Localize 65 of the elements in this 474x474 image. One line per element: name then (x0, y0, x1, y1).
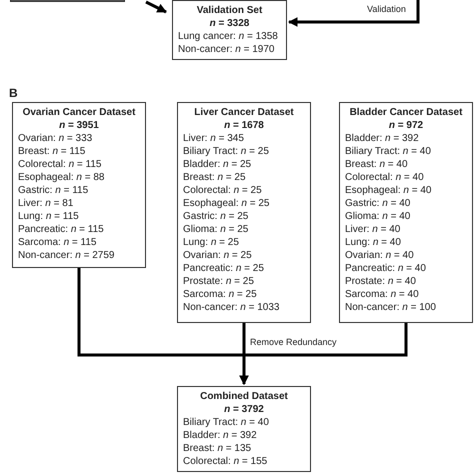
category-count: Bladder: n = 392 (183, 429, 258, 442)
category-count: Lung: n = 25 (183, 236, 240, 249)
category-count: Gastric: n = 25 (183, 210, 250, 223)
category-count: Liver: n = 345 (183, 132, 245, 145)
category-count: Pancreatic: n = 40 (345, 262, 427, 275)
category-count: Gastric: n = 115 (18, 184, 90, 197)
category-count: Colorectal: n = 40 (345, 171, 425, 184)
sample-count: n = 972 (388, 119, 424, 132)
sample-count: n = 3792 (223, 403, 265, 416)
category-count: Breast: n = 135 (183, 442, 252, 455)
arrow (239, 323, 408, 385)
category-count: Prostate: n = 40 (345, 275, 417, 288)
dataset-box (177, 102, 311, 323)
category-count: Lung: n = 115 (18, 210, 80, 223)
category-count: Glioma: n = 25 (183, 223, 250, 236)
category-count: Esophageal: n = 88 (18, 171, 106, 184)
box-title: Combined Dataset (199, 390, 289, 403)
sample-count: n = 1678 (223, 119, 265, 132)
category-count: Colorectal: n = 25 (183, 184, 263, 197)
category-count: Ovarian: n = 25 (183, 249, 253, 262)
edge-label: Validation (366, 4, 407, 14)
category-count: Sarcoma: n = 40 (345, 288, 420, 301)
category-count: Esophageal: n = 40 (345, 184, 432, 197)
category-count: Biliary Tract: n = 40 (345, 145, 432, 158)
category-count: Breast: n = 40 (345, 158, 409, 171)
sample-count: n = 3328 (208, 17, 250, 30)
category-count: Sarcoma: n = 25 (183, 288, 258, 301)
category-count: Esophageal: n = 25 (183, 197, 270, 210)
category-count: Lung cancer: n = 1358 (178, 30, 279, 43)
category-count: Ovarian: n = 333 (18, 132, 94, 145)
dataset-box (339, 102, 473, 323)
category-count: Glioma: n = 40 (345, 210, 412, 223)
box-title: Liver Cancer Dataset (193, 106, 295, 119)
dataset-box (177, 386, 311, 472)
arrow (145, 0, 167, 14)
category-count: Colorectal: n = 115 (18, 158, 102, 171)
panel-letter: B (8, 86, 19, 100)
category-count: Non-cancer: n = 2759 (18, 249, 116, 262)
category-count: Colorectal: n = 155 (183, 455, 268, 468)
category-count: Non-cancer: n = 100 (345, 301, 437, 314)
category-count: Prostate: n = 25 (183, 275, 255, 288)
category-count: Pancreatic: n = 115 (18, 223, 105, 236)
dataset-box (12, 102, 146, 268)
box-title: Bladder Cancer Dataset (348, 106, 464, 119)
category-count: Bladder: n = 25 (183, 158, 252, 171)
dataset-box (172, 0, 287, 60)
category-count: Breast: n = 25 (183, 171, 247, 184)
arrow (288, 0, 420, 27)
category-count: Gastric: n = 40 (345, 197, 412, 210)
category-count: Liver: n = 81 (18, 197, 74, 210)
category-count: Biliary Tract: n = 40 (183, 416, 270, 429)
category-count: Biliary Tract: n = 25 (183, 145, 270, 158)
category-count: Non-cancer: n = 1970 (178, 43, 276, 56)
box-title: Validation Set (196, 4, 264, 17)
category-count: Breast: n = 115 (18, 145, 86, 158)
box-title: Ovarian Cancer Dataset (22, 106, 136, 119)
category-count: Ovarian: n = 40 (345, 249, 415, 262)
category-count: Liver: n = 40 (345, 223, 402, 236)
category-count: Non-cancer: n = 1033 (183, 301, 280, 314)
edge-label: Remove Redundancy (249, 337, 338, 347)
category-count: Bladder: n = 392 (345, 132, 420, 145)
category-count: Lung: n = 40 (345, 236, 402, 249)
category-count: Sarcoma: n = 115 (18, 236, 98, 249)
category-count: Pancreatic: n = 25 (183, 262, 265, 275)
sample-count: n = 3951 (58, 119, 100, 132)
